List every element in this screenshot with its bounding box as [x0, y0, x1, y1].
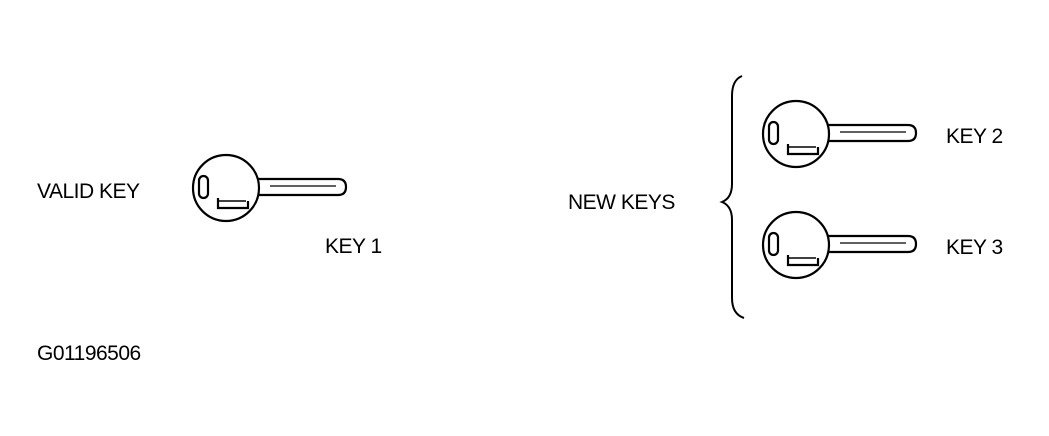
- key2-label: KEY 2: [946, 125, 1003, 148]
- key3-label: KEY 3: [946, 236, 1003, 259]
- key3-icon: [761, 210, 918, 280]
- key1-label: KEY 1: [325, 235, 382, 258]
- new-keys-label: NEW KEYS: [568, 191, 675, 214]
- key2-icon: [761, 99, 918, 169]
- brace-icon: [719, 75, 745, 319]
- figure-code: G01196506: [37, 342, 141, 365]
- key1-icon: [191, 153, 348, 223]
- valid-key-label: VALID KEY: [37, 180, 140, 203]
